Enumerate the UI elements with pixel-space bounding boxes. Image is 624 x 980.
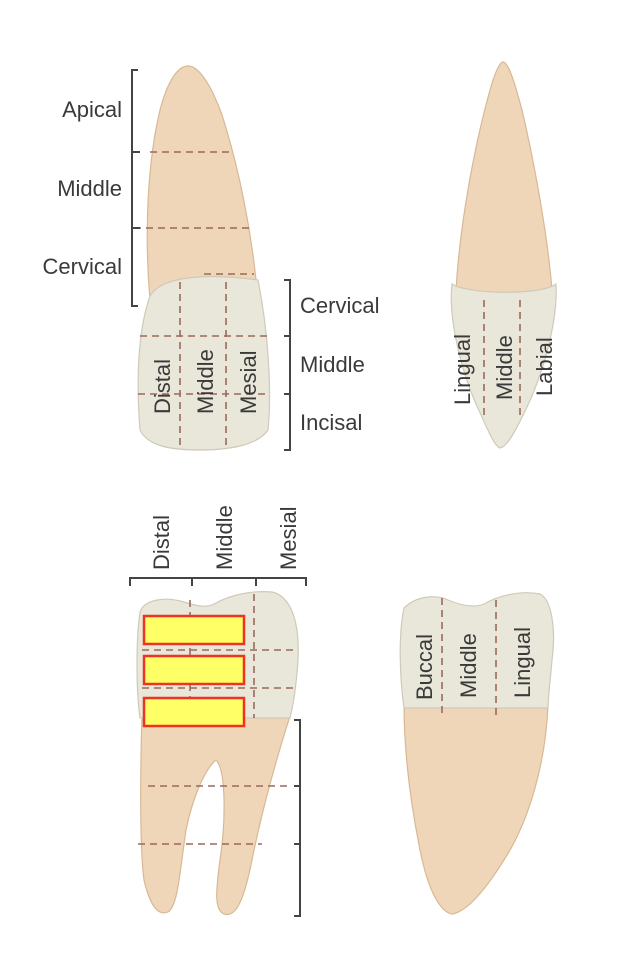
masked-label-box-1: [142, 614, 246, 646]
molar-proximal-view: Buccal Middle Lingual: [399, 592, 555, 915]
label-middle-crown-h: Middle: [193, 349, 218, 414]
incisor-proximal-crown: [450, 282, 557, 449]
masked-label-box-2: [142, 654, 246, 686]
label-distal-crown: Distal: [150, 359, 175, 414]
label-lingual-incisor: Lingual: [450, 334, 475, 405]
label-labial-incisor: Labial: [532, 337, 557, 396]
incisor-crown-bracket: [284, 279, 291, 451]
label-apical: Apical: [62, 97, 122, 122]
molar-buccal-view: Distal Middle Mesial: [129, 505, 307, 917]
label-middle-crown: Middle: [300, 352, 365, 377]
label-cervical-root: Cervical: [43, 254, 122, 279]
label-distal-molar: Distal: [149, 515, 174, 570]
molar-root-bracket: [294, 719, 301, 917]
label-mesial-molar: Mesial: [276, 506, 301, 570]
incisor-labial-view: Apical Middle Cervical Cervical Middle I…: [43, 65, 379, 451]
label-mesial-crown: Mesial: [236, 350, 261, 414]
molar-roots: [140, 715, 291, 916]
incisor-proximal-view: Lingual Middle Labial: [450, 61, 557, 449]
label-incisal: Incisal: [300, 410, 362, 435]
incisor-root-bracket: [131, 69, 138, 307]
molar-proximal-root: [403, 703, 549, 915]
label-middle-molar: Middle: [212, 505, 237, 570]
label-middle-root: Middle: [57, 176, 122, 201]
incisor-proximal-root: [455, 61, 553, 299]
molar-top-bracket: [129, 577, 307, 586]
incisor-root: [146, 65, 259, 301]
label-cervical-crown: Cervical: [300, 293, 379, 318]
masked-label-box-3: [142, 696, 246, 728]
label-lingual-molar: Lingual: [510, 627, 535, 698]
molar-proximal-crown: [399, 592, 555, 709]
label-middle-incisor-proximal: Middle: [492, 335, 517, 400]
label-middle-molar-proximal: Middle: [456, 633, 481, 698]
incisor-crown: [137, 275, 271, 451]
label-buccal: Buccal: [412, 634, 437, 700]
